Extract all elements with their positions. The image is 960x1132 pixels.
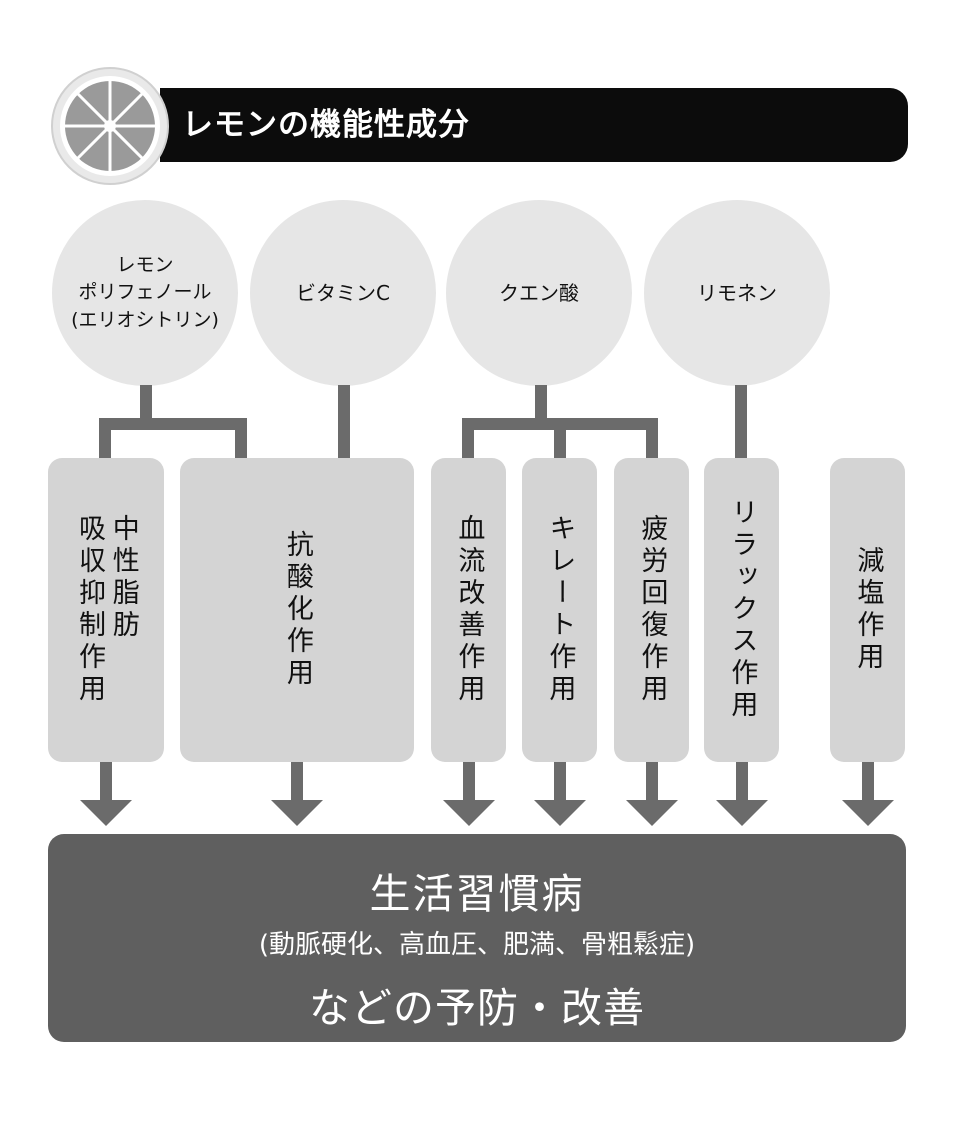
result-conclusion: などの予防・改善 [309, 984, 645, 1032]
effect-chelate: キレート作用 [522, 458, 597, 762]
component-citric-acid-label: クエン酸 [499, 280, 579, 305]
arrow-shaft-antioxidant [291, 762, 303, 804]
result-diseases: (動脈硬化、高血圧、肥満、骨粗鬆症) [258, 930, 696, 960]
effect-antioxidant: 抗酸化作用 [180, 458, 414, 762]
effect-fat-absorption: 中性脂肪 吸収抑制作用 [48, 458, 164, 762]
component-limonene: リモネン [644, 200, 830, 386]
header-bar [160, 88, 908, 162]
arrow-down-icon [626, 800, 678, 826]
effect-salt-reduction: 減塩作用 [830, 458, 905, 762]
effect-fat-absorption-label: 中性脂肪 吸収抑制作用 [74, 514, 139, 706]
arrow-shaft-fatigue-recovery [646, 762, 658, 804]
result-heading: 生活習慣病 [369, 870, 585, 918]
arrow-down-icon [271, 800, 323, 826]
arrow-shaft-chelate [554, 762, 566, 804]
component-limonene-label: リモネン [697, 280, 777, 305]
arrow-shaft-blood-flow [463, 762, 475, 804]
connector-citric-middle [554, 418, 566, 460]
arrow-down-icon [716, 800, 768, 826]
effect-antioxidant-label: 抗酸化作用 [281, 530, 313, 690]
arrow-down-icon [80, 800, 132, 826]
connector-polyphenol-right [235, 418, 247, 460]
connector-vitamin-c [338, 385, 350, 460]
arrow-shaft-salt-reduction [862, 762, 874, 804]
effect-relax-label: リラックス作用 [726, 498, 758, 722]
arrow-down-icon [534, 800, 586, 826]
component-polyphenol-label: レモン ポリフェノール (エリオシトリン) [71, 253, 219, 331]
component-vitamin-c: ビタミンC [250, 200, 436, 386]
component-citric-acid: クエン酸 [446, 200, 632, 386]
effect-fatigue-recovery: 疲労回復作用 [614, 458, 689, 762]
effect-blood-flow-label: 血流改善作用 [453, 514, 485, 706]
effect-salt-reduction-label: 減塩作用 [852, 546, 884, 674]
connector-limonene [735, 385, 747, 460]
component-vitamin-c-label: ビタミンC [296, 280, 390, 305]
effect-fatigue-recovery-label: 疲労回復作用 [636, 514, 668, 706]
effect-chelate-label: キレート作用 [544, 514, 576, 706]
connector-citric-left [462, 418, 474, 460]
connector-polyphenol-stem [140, 385, 152, 423]
result-box: 生活習慣病 (動脈硬化、高血圧、肥満、骨粗鬆症) などの予防・改善 [48, 834, 906, 1042]
arrow-down-icon [842, 800, 894, 826]
lemon-slice-icon [51, 67, 169, 185]
connector-polyphenol-left [99, 418, 111, 460]
connector-citric-right [646, 418, 658, 460]
arrow-shaft-fat-absorption [100, 762, 112, 804]
arrow-shaft-relax [736, 762, 748, 804]
arrow-down-icon [443, 800, 495, 826]
connector-citric-stem [535, 385, 547, 423]
connector-polyphenol-branch [99, 418, 247, 430]
effect-relax: リラックス作用 [704, 458, 779, 762]
component-polyphenol: レモン ポリフェノール (エリオシトリン) [52, 200, 238, 386]
page-title: レモンの機能性成分 [182, 107, 470, 143]
effect-blood-flow: 血流改善作用 [431, 458, 506, 762]
